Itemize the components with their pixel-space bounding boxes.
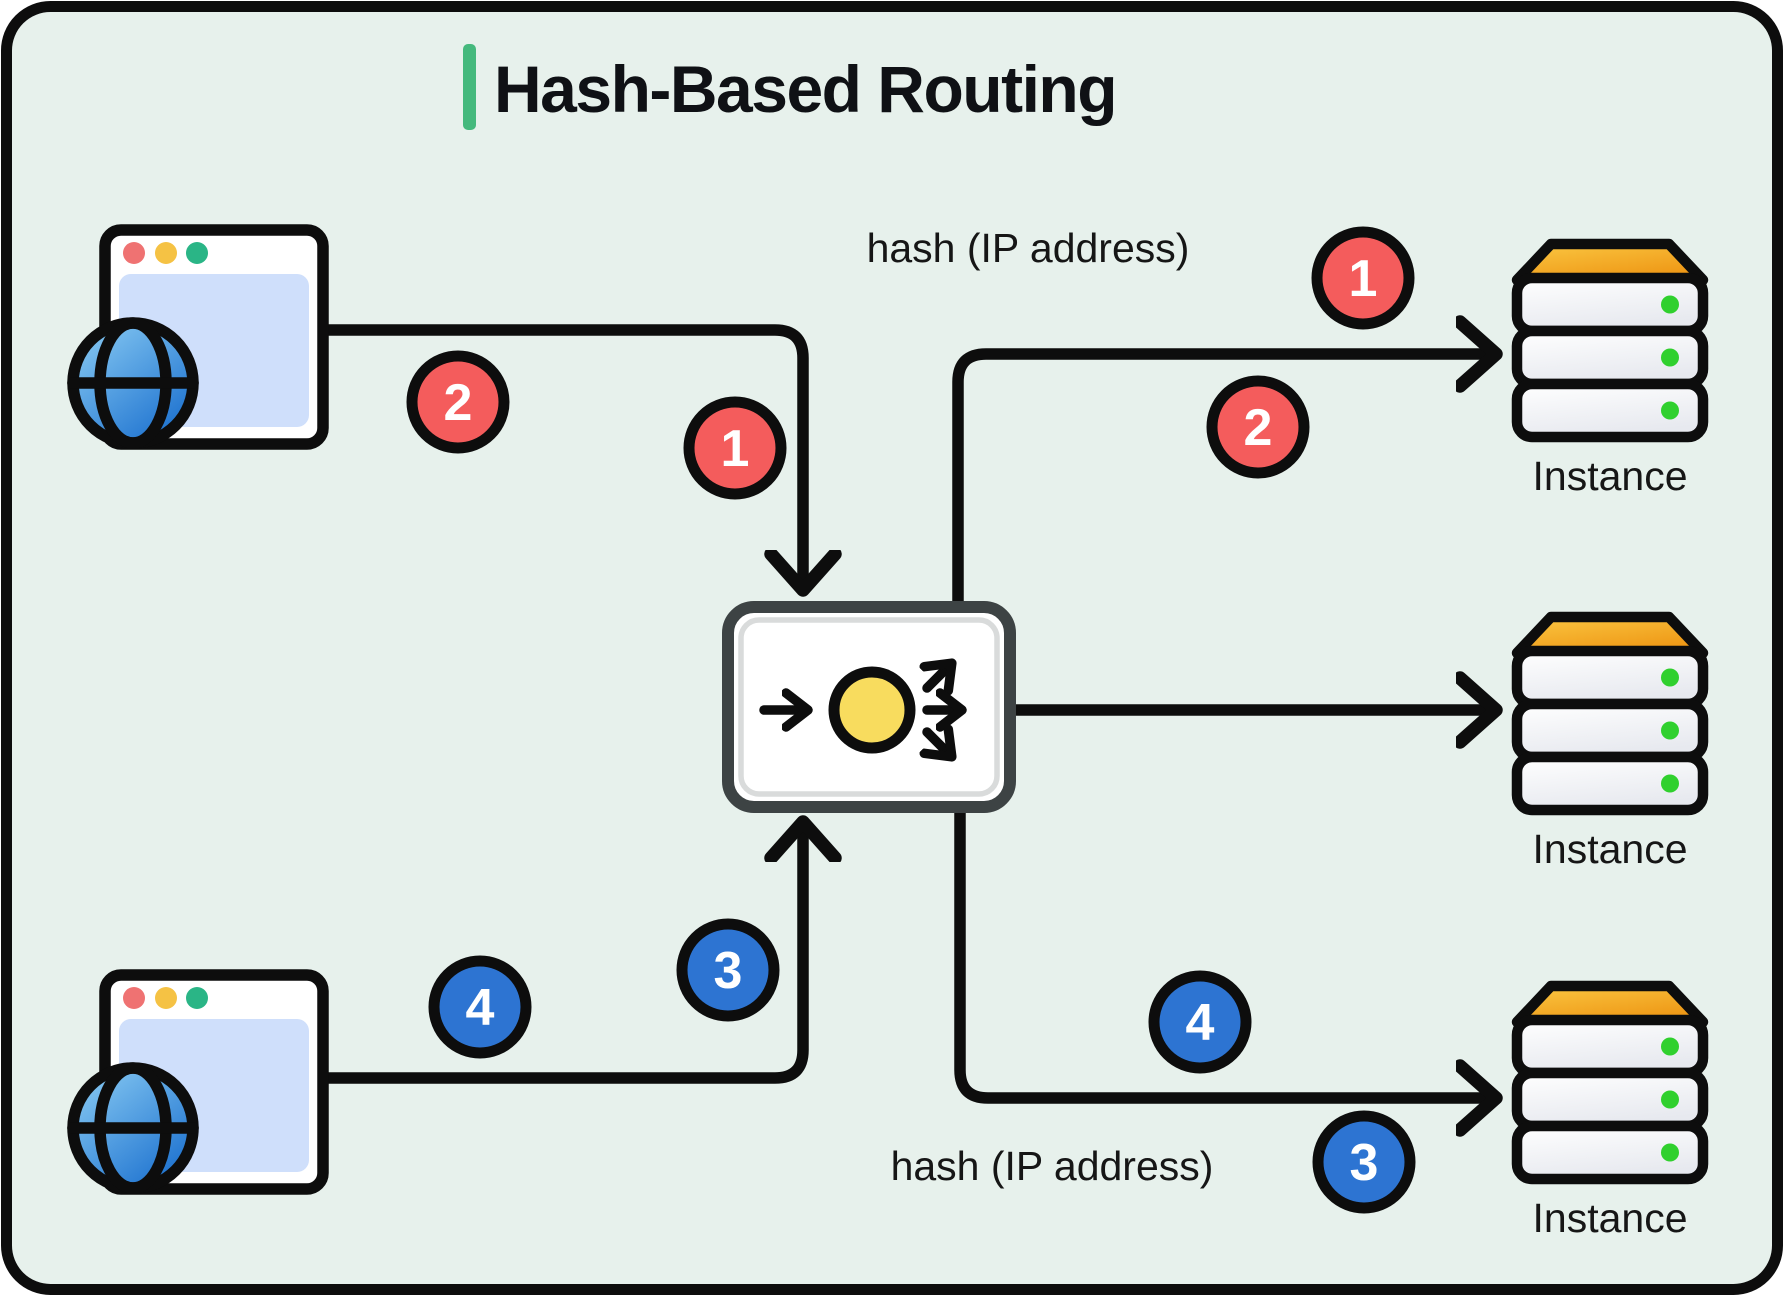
instance-server-top: Instance [1511, 238, 1709, 499]
status-led-icon [1661, 295, 1679, 314]
load-balancer [722, 601, 1016, 813]
globe-icon [67, 1062, 199, 1194]
traffic-light-green-icon [186, 987, 208, 1009]
badge-number: 4 [1186, 994, 1215, 1052]
instance-label: Instance [1533, 453, 1688, 499]
traffic-light-red-icon [123, 242, 145, 264]
connector-client-top-to-lb [315, 324, 803, 586]
status-led-icon [1661, 348, 1679, 367]
badge-blue-3-right: 3 [1312, 1110, 1416, 1214]
lb-hash-node-icon [828, 666, 916, 754]
instance-label: Instance [1533, 826, 1688, 872]
badge-number: 4 [466, 979, 495, 1037]
badge-blue-4-right: 4 [1148, 970, 1252, 1074]
badge-blue-4-left: 4 [428, 955, 532, 1059]
client-browser-bottom [67, 969, 329, 1195]
badge-number: 3 [714, 942, 743, 1000]
traffic-light-green-icon [186, 242, 208, 264]
status-led-icon [1661, 774, 1679, 793]
badge-red-1-left: 1 [683, 396, 787, 500]
instance-label: Instance [1533, 1195, 1688, 1241]
connector-client-bottom-to-lb [315, 826, 803, 1084]
lb-fanout-arrow-up-icon [927, 666, 949, 688]
badge-number: 2 [1244, 399, 1273, 457]
hash-label-bottom: hash (IP address) [891, 1143, 1214, 1189]
badge-red-2-left: 2 [406, 350, 510, 454]
title-accent-bar [463, 44, 476, 130]
hash-label-top: hash (IP address) [867, 225, 1190, 271]
load-balancer-inner-rim [738, 617, 1000, 797]
server-slab [1511, 751, 1709, 816]
traffic-light-yellow-icon [155, 987, 177, 1009]
badge-number: 1 [721, 420, 750, 478]
page-title: Hash-Based Routing [494, 52, 1116, 126]
connector-lb-to-instance-bottom [954, 799, 1492, 1098]
connector-lb-to-instance-top [952, 354, 1492, 615]
server-slab [1511, 1120, 1709, 1185]
instance-server-bottom: Instance [1511, 980, 1709, 1241]
badge-red-2-right: 2 [1206, 375, 1310, 479]
client-browser-top [67, 224, 329, 450]
status-led-icon [1661, 721, 1679, 740]
status-led-icon [1661, 1090, 1679, 1109]
status-led-icon [1661, 401, 1679, 420]
status-led-icon [1661, 668, 1679, 687]
server-slab [1511, 378, 1709, 443]
badge-number: 1 [1349, 250, 1378, 308]
globe-icon [67, 317, 199, 449]
badge-number: 2 [444, 374, 473, 432]
badge-red-1-right: 1 [1311, 226, 1415, 330]
traffic-light-yellow-icon [155, 242, 177, 264]
lb-fanout-arrow-down-icon [927, 732, 949, 754]
status-led-icon [1661, 1037, 1679, 1056]
badge-number: 3 [1350, 1134, 1379, 1192]
status-led-icon [1661, 1143, 1679, 1162]
instance-server-middle: Instance [1511, 611, 1709, 872]
badge-blue-3-left: 3 [676, 918, 780, 1022]
traffic-light-red-icon [123, 987, 145, 1009]
